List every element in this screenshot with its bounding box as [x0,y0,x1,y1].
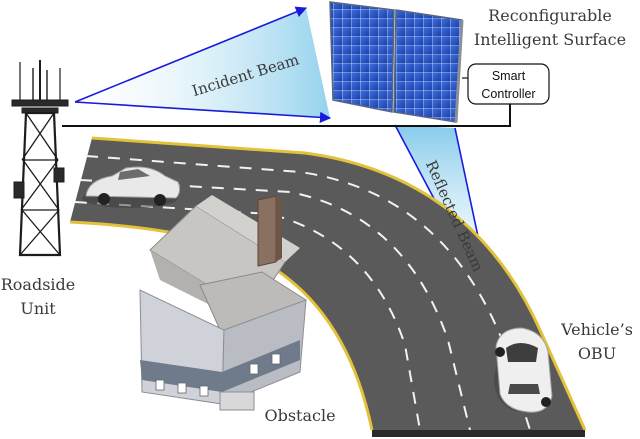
controller-label-line2: Controller [481,87,535,101]
antenna-tower-icon [11,60,69,257]
incident-beam-arrow-lower [74,101,332,123]
rsu-label-line2: Unit [20,299,56,318]
controller-label-line1: Smart [492,69,526,83]
house-icon [139,195,307,411]
ris-label-line2: Intelligent Surface [474,30,626,49]
car-icon [82,166,181,208]
solar-panel-icon [329,1,464,123]
incident-beam-cone [75,8,330,118]
ris-label-line1: Reconfigurable [488,6,612,25]
rsu-label-line1: Roadside [1,275,76,294]
control-cable [62,104,511,127]
obu-label-line1: Vehicle’s [560,320,633,339]
obstacle-label: Obstacle [264,406,335,425]
smart-controller-box [467,63,550,105]
obu-label-line2: OBU [578,344,616,363]
incident-beam-arrow-upper [74,6,308,103]
car-icon-obu [494,327,553,413]
